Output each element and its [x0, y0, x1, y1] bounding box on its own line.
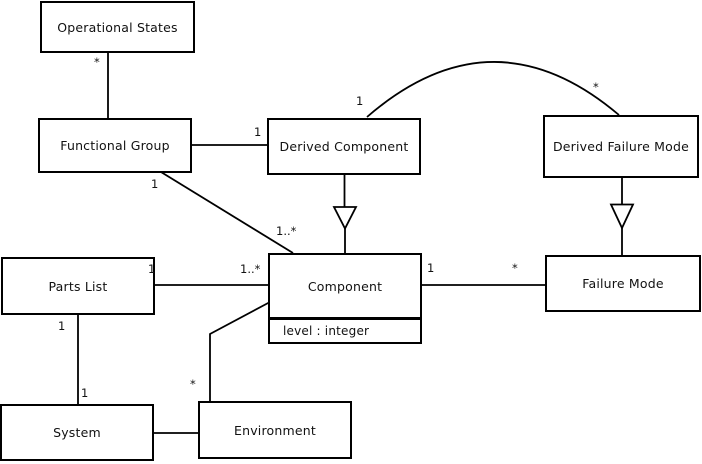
- edge-functional-group-component: [160, 171, 294, 254]
- class-label: Environment: [233, 422, 317, 438]
- class-label: Functional Group: [60, 138, 170, 153]
- multiplicity-component-line-near-failure-mode: *: [512, 261, 518, 275]
- class-node-component[interactable]: Component level : integer: [268, 253, 422, 344]
- generalization-triangle-icon: [609, 203, 635, 231]
- component-name-compartment: Component: [270, 255, 420, 317]
- component-attributes-compartment: level : integer: [270, 317, 420, 342]
- multiplicity-arc-near-derived-component: 1: [356, 94, 364, 108]
- multiplicity-environment-end: *: [190, 377, 196, 391]
- class-label: System: [53, 425, 101, 440]
- class-attribute: level : integer: [283, 324, 370, 338]
- class-node-environment[interactable]: Environment: [198, 401, 352, 459]
- multiplicity-functional-group-diagonal-near-component: 1..*: [276, 224, 297, 238]
- class-node-functional-group[interactable]: Functional Group: [38, 118, 192, 173]
- class-node-derived-failure-mode[interactable]: Derived Failure Mode: [543, 115, 699, 178]
- generalization-triangle-icon: [332, 206, 358, 231]
- class-label: Component: [307, 278, 383, 294]
- class-node-derived-component[interactable]: Derived Component: [267, 118, 421, 175]
- class-node-operational-states[interactable]: Operational States: [40, 1, 195, 53]
- multiplicity-operational-states-end: *: [94, 55, 100, 69]
- class-label: Failure Mode: [582, 276, 664, 291]
- multiplicity-parts-list-line-near-component: 1..*: [240, 262, 261, 276]
- multiplicity-functional-group-diagonal-near-group: 1: [151, 177, 159, 191]
- multiplicity-parts-list-line-near-list: 1: [148, 262, 156, 276]
- class-node-parts-list[interactable]: Parts List: [1, 257, 155, 315]
- class-node-failure-mode[interactable]: Failure Mode: [545, 255, 701, 312]
- multiplicity-functional-group-derived-component: 1: [254, 125, 262, 139]
- class-label: Derived Component: [279, 139, 409, 154]
- edge-environment-component: [209, 301, 271, 402]
- class-label: Operational States: [57, 19, 178, 35]
- class-label: Parts List: [48, 278, 108, 294]
- class-label: Derived Failure Mode: [552, 139, 690, 154]
- multiplicity-parts-list-system-near-system: 1: [81, 386, 89, 400]
- multiplicity-arc-near-derived-failure-mode: *: [593, 80, 599, 94]
- multiplicity-parts-list-system-near-list: 1: [58, 319, 66, 333]
- class-node-system[interactable]: System: [0, 404, 154, 461]
- edge-derived-component-derived-failure-mode-arc: [366, 61, 620, 118]
- multiplicity-component-line-near-component: 1: [427, 261, 435, 275]
